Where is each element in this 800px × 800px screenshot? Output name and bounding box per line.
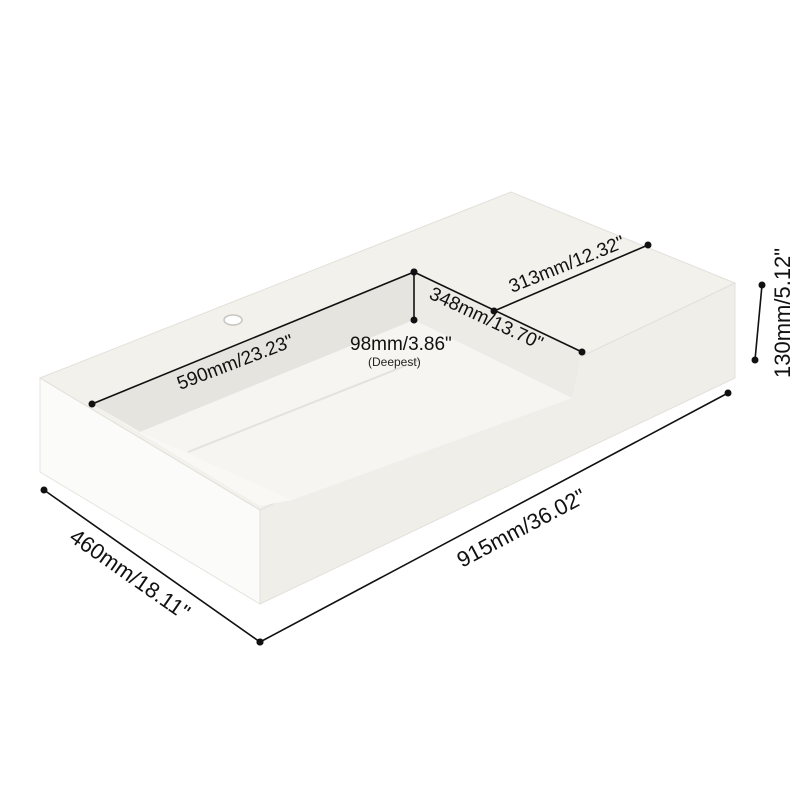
dimension-basin-depth: 98mm/3.86" (Deepest) [350, 272, 452, 369]
overall-height-label: 130mm/5.12" [770, 248, 795, 378]
basin-depth-label: 98mm/3.86" [350, 334, 452, 355]
basin-floor [140, 320, 572, 500]
basin-left-wall [414, 272, 582, 398]
basin-front-wall [92, 404, 292, 506]
basin-slope-seam [187, 359, 421, 453]
dimension-overall-height: 130mm/5.12" [751, 248, 795, 378]
basin-back-wall [92, 272, 414, 432]
faucet-hole [223, 314, 243, 326]
basin-depth-note: (Deepest) [368, 355, 421, 369]
